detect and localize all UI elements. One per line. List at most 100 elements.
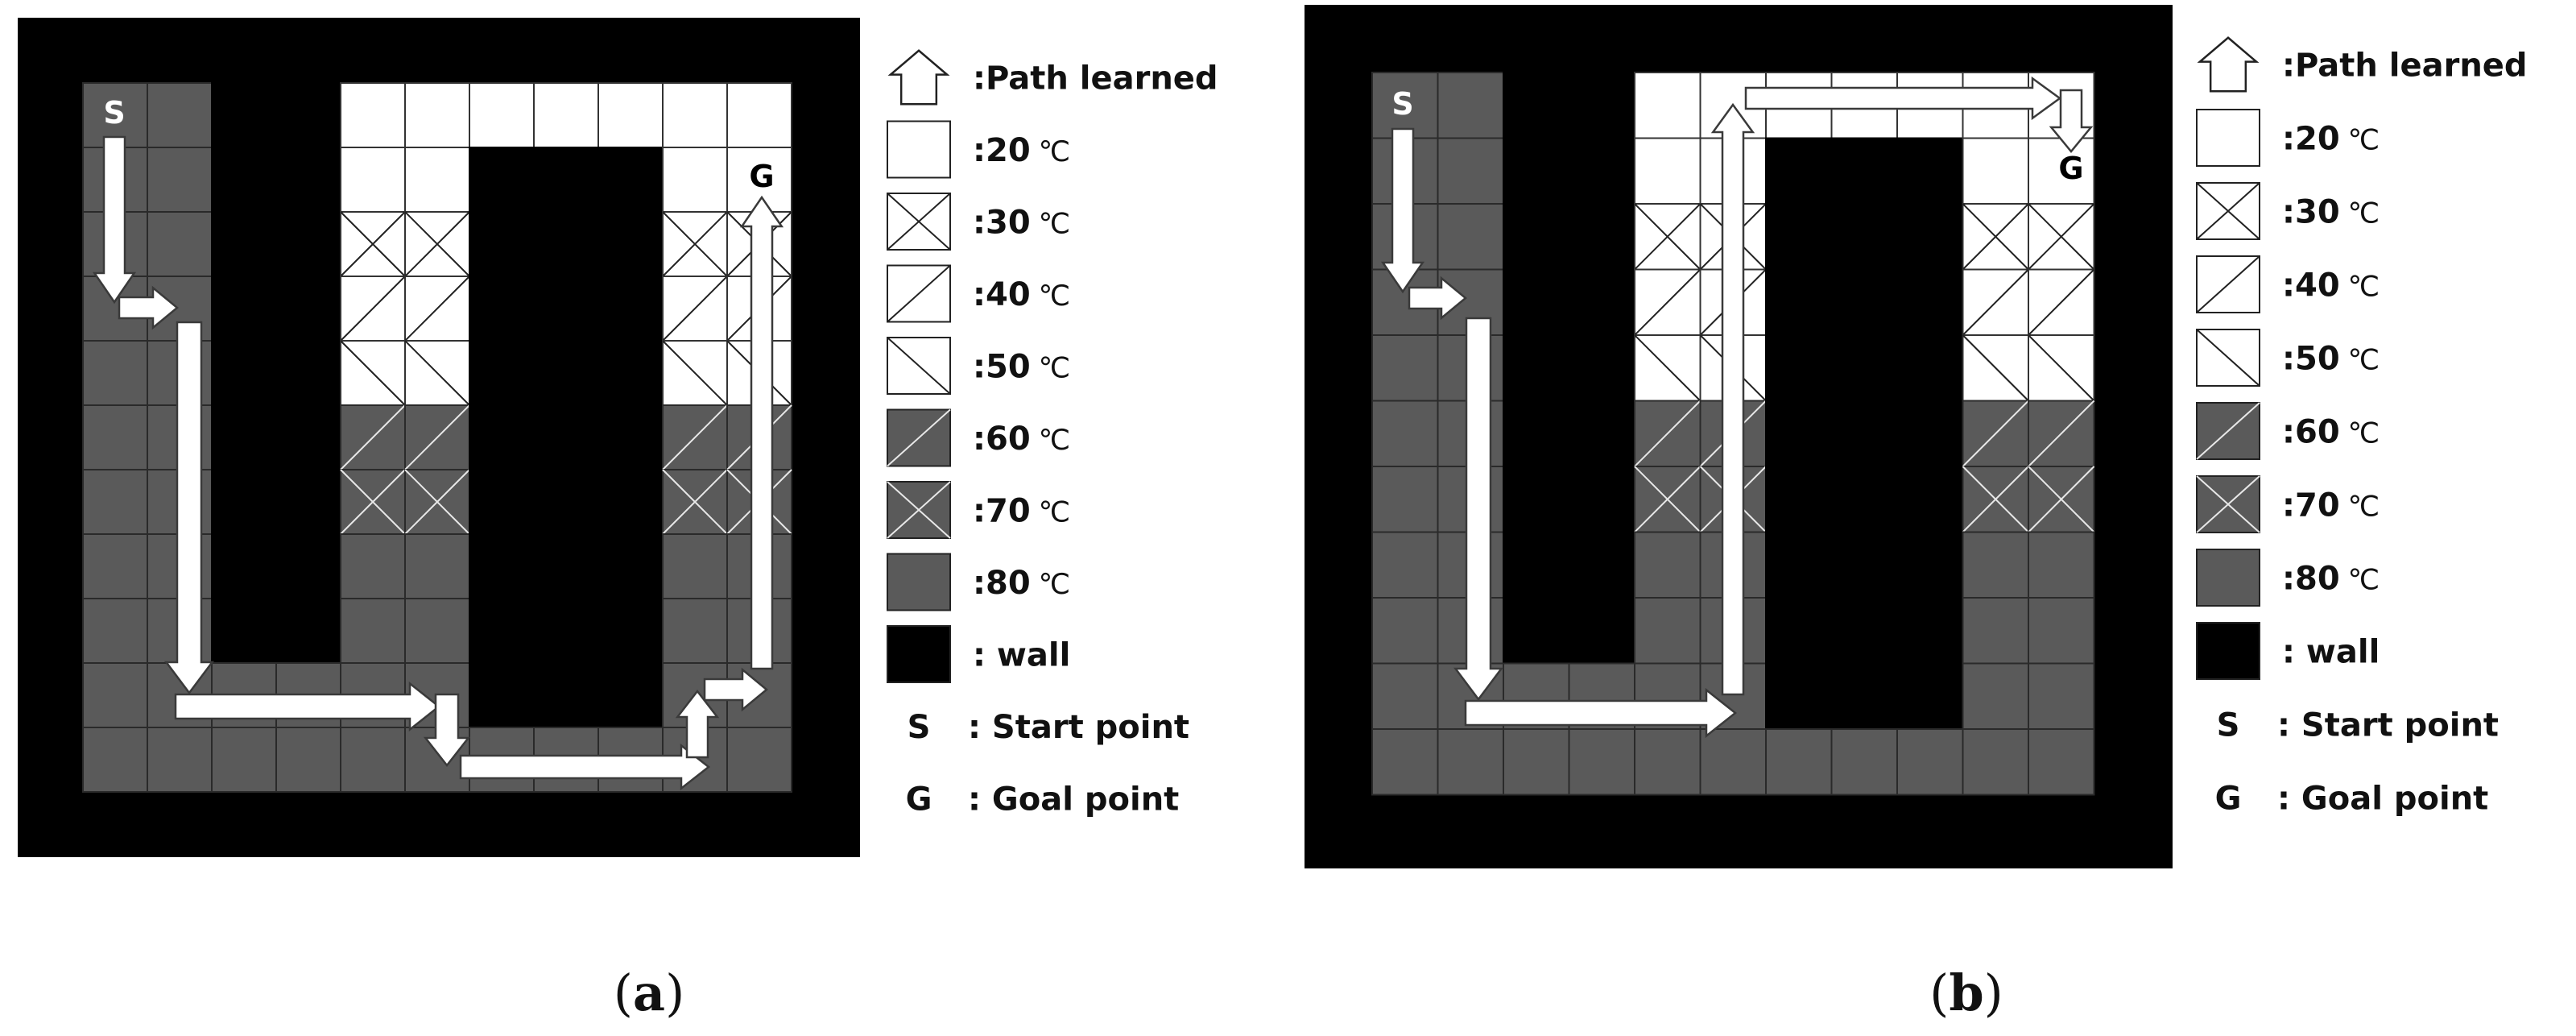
maze-cell [1437, 728, 1504, 796]
legend-unit: ℃ [1039, 424, 1071, 457]
cell-hatch [340, 340, 406, 406]
maze-cell [533, 404, 599, 470]
maze-cell [1896, 268, 1964, 336]
maze-cell [1634, 137, 1701, 205]
learned-path [92, 135, 784, 791]
maze-cell [1634, 531, 1701, 599]
maze-cell [1371, 662, 1439, 730]
maze-cell [147, 147, 213, 213]
maze-cell [726, 82, 792, 148]
path-arrow [459, 743, 711, 791]
panel-a: S G :Path learned:20℃:30℃:40℃:50℃:60℃:70… [18, 18, 1218, 1022]
legend-label: : wall [2282, 633, 2380, 670]
path-arrow [739, 195, 784, 670]
legend-item-path: :Path learned [887, 49, 1218, 106]
maze-cell [82, 404, 148, 470]
maze-cell [1503, 466, 1570, 533]
legend-unit: ℃ [1039, 280, 1071, 313]
maze-cell [2028, 662, 2095, 730]
legend-item-t60: :60℃ [2196, 402, 2380, 460]
maze-cell [597, 211, 664, 277]
maze-cell [1503, 597, 1570, 665]
cell-hatch [1634, 466, 1701, 533]
legend-label: :30℃ [2282, 193, 2380, 230]
maze-cell [1962, 662, 2029, 730]
legend-label: : Start point [2277, 707, 2499, 744]
cell-hatch [1962, 334, 2029, 402]
maze-cell [1962, 137, 2029, 205]
legend-unit: ℃ [1039, 568, 1071, 601]
legend-label: :20℃ [2282, 120, 2380, 157]
path-arrow [2049, 89, 2094, 153]
legend-unit: ℃ [2348, 270, 2380, 303]
cell-hatch [340, 211, 406, 277]
maze-cell [469, 598, 535, 664]
maze-cell [1896, 137, 1964, 205]
legend-unit: ℃ [1039, 135, 1071, 168]
maze-cell [1371, 531, 1439, 599]
maze-cell [1568, 334, 1635, 402]
swatch-hatch [2196, 182, 2260, 240]
maze-cell [469, 469, 535, 535]
legend-item-t80: :80℃ [887, 553, 1070, 611]
legend-item-t30: :30℃ [2196, 182, 2380, 240]
maze-cell [404, 147, 470, 213]
cell-hatch [404, 276, 470, 342]
cell-hatch [662, 211, 728, 277]
path-arrow [164, 321, 214, 695]
legend-label: :40℃ [2282, 267, 2380, 304]
maze-cell [1371, 400, 1439, 467]
maze-cell [533, 469, 599, 535]
path-arrow-icon [887, 49, 950, 106]
legend-item-t70: :70℃ [2196, 475, 2380, 533]
cell-hatch [2028, 268, 2095, 336]
path-arrow [703, 667, 768, 712]
maze-cell [1830, 268, 1898, 336]
maze-cell [469, 533, 535, 599]
maze-cell [1437, 137, 1504, 205]
cell-hatch [662, 469, 728, 535]
legend-item-t30: :30℃ [887, 193, 1070, 251]
maze-cell [1830, 137, 1898, 205]
legend-label: : Start point [968, 709, 1189, 746]
maze-cell [1896, 203, 1964, 271]
maze-cell [275, 598, 341, 664]
cell-hatch [2028, 400, 2095, 467]
maze-cell [662, 533, 728, 599]
start-marker: S [103, 95, 125, 131]
maze-cell [1568, 400, 1635, 467]
learned-path [1380, 76, 2094, 739]
maze-cell [469, 211, 535, 277]
cell-hatch [1634, 203, 1701, 271]
legend-label: : Goal point [968, 781, 1179, 818]
maze-cell [82, 598, 148, 664]
maze-cell [1765, 268, 1833, 336]
cell-hatch [340, 404, 406, 470]
legend-label: :80℃ [973, 565, 1070, 602]
maze-cell [1503, 203, 1570, 271]
path-arrow [118, 285, 179, 330]
maze-grid [1371, 72, 2095, 796]
cell-hatch [404, 211, 470, 277]
legend-label: :20℃ [973, 132, 1070, 169]
maze-cell [1634, 597, 1701, 665]
maze-cell [1830, 728, 1898, 796]
maze-cell [1896, 400, 1964, 467]
maze-cell [1765, 466, 1833, 533]
maze-cell [211, 469, 277, 535]
maze-cell [82, 533, 148, 599]
maze-cell [147, 211, 213, 277]
cell-hatch [1634, 334, 1701, 402]
legend-item-wall: : wall [887, 625, 1070, 683]
maze-cell [211, 727, 277, 793]
maze-cell [1634, 72, 1701, 139]
maze-cell [597, 340, 664, 406]
legend-label: :50℃ [2282, 340, 2380, 377]
maze-cell [211, 533, 277, 599]
caption-a: (a) [613, 963, 685, 1022]
maze-cell [597, 662, 664, 728]
maze-cell [1503, 137, 1570, 205]
path-arrow [1453, 317, 1503, 702]
maze-cell [82, 727, 148, 793]
maze-cell [1830, 400, 1898, 467]
